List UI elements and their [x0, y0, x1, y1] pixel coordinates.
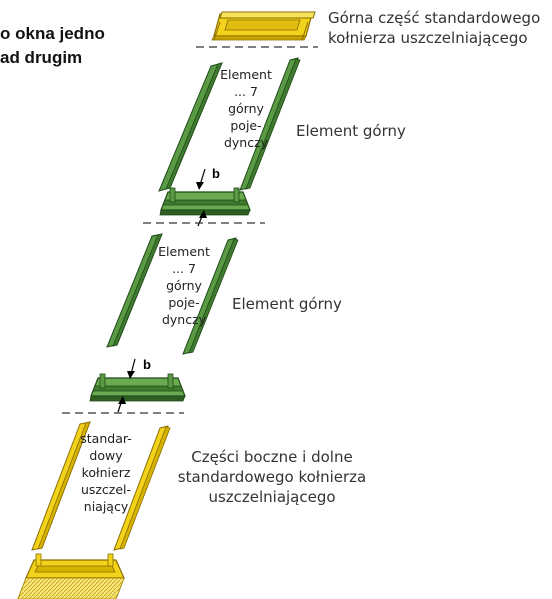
standard-inner-line-4: uszczel- — [80, 482, 132, 497]
top-flashing-label-line-1: Górna część standardowego — [328, 9, 541, 27]
upper-element-1-right-rail — [239, 57, 301, 191]
upper-element-2-right-rail — [182, 237, 239, 355]
element-1-inner-line-5: dynczy — [223, 135, 269, 150]
standard-inner-line-2: dowy — [89, 448, 123, 463]
upper-element-2-left-rail — [106, 233, 163, 348]
cross-piece-2 — [89, 373, 186, 402]
page-title: o okna jedno ad drugim — [0, 22, 105, 70]
standard-side-right-rail — [113, 425, 171, 551]
dimension-b-marker-2: b — [143, 357, 151, 372]
element-1-inner-line-4: poje- — [230, 118, 262, 133]
element-2-inner-line-5: dynczy — [161, 312, 207, 327]
sides-bottom-label: Części boczne i dolne standardowego kołn… — [172, 447, 372, 507]
upper-element-label-1: Element górny — [296, 122, 406, 140]
upper-element-label-2: Element górny — [232, 295, 342, 313]
element-2-inner-label: Element ... 7 górny poje- dynczy — [156, 243, 212, 328]
title-line-2: ad drugim — [0, 48, 83, 67]
cross-piece-1 — [159, 187, 251, 216]
element-2-inner-line-2: ... 7 — [172, 261, 196, 276]
element-1-inner-line-2: ... 7 — [234, 84, 258, 99]
standard-flashing-inner-label: standar- dowy kołnierz uszczel- niający — [76, 430, 136, 515]
element-2-inner-line-3: górny — [166, 278, 202, 293]
top-flashing-part — [211, 11, 316, 41]
upper-element-1-left-rail — [158, 62, 223, 192]
element-1-inner-label: Element ... 7 górny poje- dynczy — [218, 66, 274, 151]
element-2-inner-line-1: Element — [158, 244, 210, 259]
title-line-1: o okna jedno — [0, 24, 105, 43]
standard-side-left-rail — [31, 421, 91, 551]
standard-inner-line-3: kołnierz — [81, 465, 131, 480]
sides-bottom-label-line-1: Części boczne i dolne — [191, 448, 353, 466]
standard-inner-line-1: standar- — [80, 431, 132, 446]
bottom-flashing-part — [17, 553, 125, 599]
top-flashing-label: Górna część standardowego kołnierza uszc… — [328, 8, 540, 48]
dimension-b-marker-1: b — [212, 166, 220, 181]
element-1-inner-line-3: górny — [228, 101, 264, 116]
sides-bottom-label-line-2: standardowego kołnierza — [177, 468, 367, 486]
element-1-inner-line-1: Element — [220, 67, 272, 82]
top-flashing-label-line-2: kołnierza uszczelniającego — [328, 29, 528, 47]
sides-bottom-label-line-3: uszczelniającego — [208, 488, 336, 506]
element-2-inner-line-4: poje- — [168, 295, 200, 310]
standard-inner-line-5: niający — [83, 499, 129, 514]
